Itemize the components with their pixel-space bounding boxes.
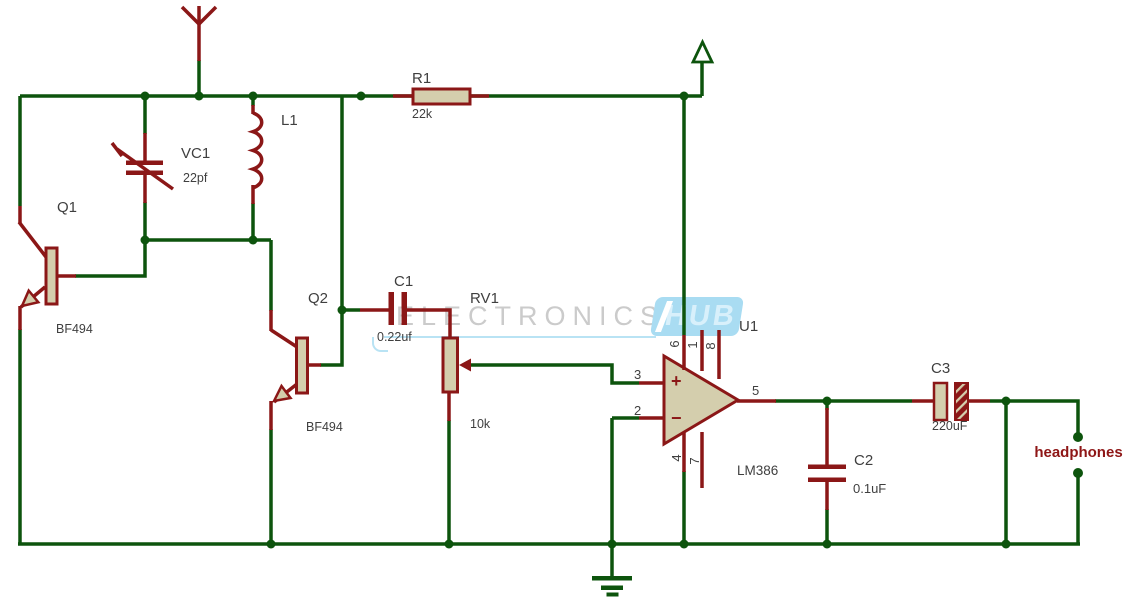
component-leads bbox=[17, 94, 990, 510]
l1-ref-label: L1 bbox=[281, 112, 298, 129]
q1-ref-label: Q1 bbox=[57, 199, 78, 216]
u1-pin5-label: 5 bbox=[752, 383, 760, 398]
r1-ref-label: R1 bbox=[412, 70, 432, 87]
watermark-underline bbox=[384, 336, 656, 338]
transistor-q2 bbox=[271, 336, 309, 403]
rv1-value-label: 10k bbox=[470, 417, 491, 431]
q2-ref-label: Q2 bbox=[308, 290, 329, 307]
u1-pin1-label: 1 bbox=[685, 341, 700, 349]
u1-ref-label: U1 bbox=[739, 318, 759, 335]
c1-value-label: 0.22uf bbox=[377, 330, 412, 344]
q2-part-label: BF494 bbox=[306, 420, 343, 434]
potentiometer-rv1 bbox=[441, 336, 471, 394]
capacitor-c2 bbox=[808, 464, 846, 482]
inductor-l1 bbox=[247, 111, 264, 190]
vc1-ref-label: VC1 bbox=[181, 145, 211, 162]
u1-pin3-label: 3 bbox=[634, 367, 642, 382]
opamp-pins bbox=[682, 330, 721, 488]
headphones-connector bbox=[1073, 432, 1083, 478]
q1-part-label: BF494 bbox=[56, 322, 93, 336]
c1-ref-label: C1 bbox=[394, 273, 414, 290]
r1-value-label: 22k bbox=[412, 107, 433, 121]
u1-pin8-label: 8 bbox=[703, 342, 718, 350]
vc1-value-label: 22pf bbox=[183, 171, 208, 185]
capacitor-c3 bbox=[932, 381, 969, 422]
opamp-u1 bbox=[662, 353, 741, 447]
headphones-label: headphones bbox=[1034, 444, 1123, 461]
u1-inverting-sign: − bbox=[671, 408, 682, 428]
capacitor-c1 bbox=[388, 292, 407, 325]
watermark-brand-text: ELECTRONICS bbox=[396, 301, 666, 331]
c2-value-label: 0.1uF bbox=[853, 481, 887, 496]
transistor-q1 bbox=[19, 246, 59, 308]
wires bbox=[18, 60, 1080, 577]
u1-pin2-label: 2 bbox=[634, 403, 642, 418]
u1-pin7-label: 7 bbox=[687, 457, 702, 465]
junction-dots bbox=[140, 91, 1011, 549]
c2-ref-label: C2 bbox=[854, 452, 874, 469]
u1-pin4-label: 4 bbox=[669, 454, 684, 462]
u1-noninverting-sign: + bbox=[671, 371, 682, 391]
c3-ref-label: C3 bbox=[931, 360, 951, 377]
watermark-underline-tail bbox=[372, 337, 388, 352]
resistor-r1 bbox=[411, 87, 472, 106]
antenna-icon bbox=[180, 5, 218, 61]
variable-capacitor-vc1 bbox=[126, 160, 163, 175]
u1-pin6-label: 6 bbox=[667, 340, 682, 348]
rv1-ref-label: RV1 bbox=[470, 290, 499, 307]
u1-part-label: LM386 bbox=[737, 463, 779, 478]
c3-value-label: 220uF bbox=[932, 419, 968, 433]
power-arrow-icon bbox=[690, 38, 715, 64]
ground-symbol bbox=[592, 576, 632, 597]
